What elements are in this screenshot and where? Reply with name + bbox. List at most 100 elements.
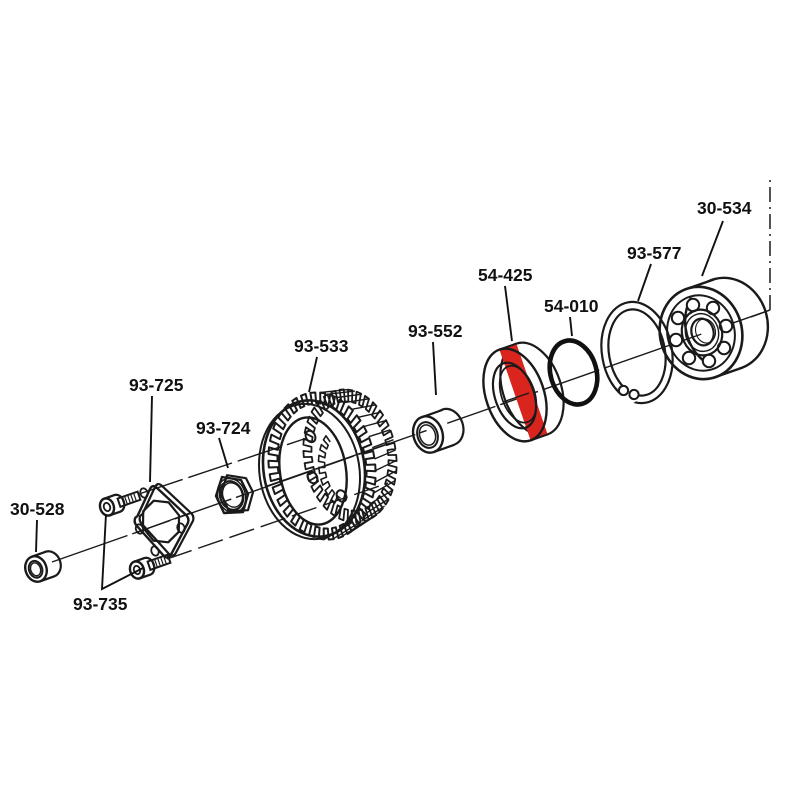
leader-93-724: [218, 437, 229, 469]
bushing-body: [31, 551, 55, 582]
bushing-bore: [29, 562, 42, 577]
label-54-010: 54-010: [544, 296, 599, 316]
leader-30-528: [35, 519, 38, 553]
axis-through-red-ring-bore: [502, 392, 530, 403]
leader-93-735: [100, 513, 144, 591]
axis-over-plate: [134, 512, 191, 534]
bushing-front-face: [24, 555, 48, 583]
leader-54-010: [569, 316, 573, 337]
part-spacer-54-425: [482, 341, 565, 443]
pulley-tooth-axial-line: [370, 489, 393, 504]
axis-at-bearing-edge: [750, 309, 771, 318]
axis-center-line: [51, 309, 771, 563]
red-ring-front-face: [482, 347, 548, 443]
label-93-533: 93-533: [294, 336, 349, 356]
projection-lines: [51, 176, 771, 563]
pulley-tooth-axial-line: [344, 398, 370, 404]
part-spacer-30-528: [24, 550, 62, 583]
bearing-bore-depth: [694, 318, 717, 344]
part-sleeve-93-552: [411, 407, 465, 454]
pulley-tooth-axial-line: [328, 390, 355, 395]
pulley-flange: [261, 399, 367, 538]
red-ring-bore: [498, 364, 538, 424]
plate-hole-bottom: [150, 545, 160, 557]
sleeve-body: [422, 409, 455, 452]
nut-bore: [218, 480, 245, 511]
label-93-735: 93-735: [73, 594, 128, 614]
overlay-lines: [134, 309, 771, 560]
bearing-outer-race: [666, 294, 736, 372]
pulley-teeth-front-ring: [267, 391, 377, 541]
part-bearing-30-534: [658, 276, 770, 381]
pulley-tooth-axial-line: [336, 393, 363, 399]
pulley-hole-middle: [306, 470, 319, 485]
leader-54-425: [504, 285, 513, 342]
pulley-tooth-axial-line: [373, 480, 396, 494]
screw-head-body: [104, 495, 121, 516]
sleeve-front-face: [411, 415, 445, 454]
label-93-577: 93-577: [627, 243, 682, 263]
plate-center-opening: [141, 499, 181, 544]
bearing-back-face: [683, 276, 770, 372]
bearing-front-face: [658, 285, 744, 381]
leader-93-577: [637, 263, 652, 302]
nut-bore-inner: [221, 482, 244, 508]
pulley-flange-depth-edge: [257, 402, 362, 541]
pulley-tooth-axial-line: [374, 470, 397, 483]
plate-front: [133, 484, 190, 559]
pulley-inner-teeth: [317, 435, 341, 504]
pulley-tooth-axial-line: [361, 505, 385, 522]
part-retaining-ring-93-577: [600, 300, 674, 405]
screw-shank: [116, 490, 142, 509]
snap-ring-outer: [600, 300, 674, 405]
nut-back: [219, 474, 255, 513]
leader-30-534: [701, 220, 724, 277]
sleeve-bore-lip: [416, 421, 439, 449]
part-labels: 30-528 93-735 93-725 93-724 93-533 93-55…: [10, 198, 752, 614]
snap-ring-inner: [607, 308, 667, 397]
bearing-inner-race: [680, 308, 724, 357]
bushing-bore-lip: [27, 559, 44, 579]
pulley-hole-bottom: [335, 489, 348, 503]
nut-front: [214, 475, 250, 515]
part-pulley-93-533: [257, 388, 398, 541]
nut-chamfer: [216, 477, 247, 514]
snap-ring-hook-right: [628, 388, 640, 401]
leader-93-533: [308, 356, 318, 393]
leader-93-552: [432, 341, 437, 396]
plate-hole-right: [176, 522, 186, 534]
plate-hole-left: [134, 523, 145, 535]
pulley-tooth-axial-line: [371, 439, 394, 449]
sleeve-bore: [418, 424, 437, 446]
screw-socket: [102, 502, 112, 512]
leader-lines: [35, 220, 724, 591]
screw-head-face: [128, 560, 146, 580]
pulley-center-opening: [278, 416, 348, 526]
part-plate-93-725: [133, 482, 195, 559]
bottom-screw-axis-line: [166, 482, 389, 560]
label-93-552: 93-552: [408, 321, 463, 341]
bearing-bore: [690, 317, 715, 347]
label-54-425: 54-425: [478, 265, 533, 285]
snap-ring-hook-left: [617, 384, 630, 397]
bearing-inner-race-edge: [684, 312, 720, 353]
part-nut-93-724: [214, 474, 255, 515]
plate-back: [138, 482, 195, 557]
top-screw-axis-line: [138, 437, 308, 495]
label-30-534: 30-534: [697, 198, 752, 218]
leader-93-725: [149, 395, 153, 483]
screw-shank: [146, 553, 172, 572]
pulley-tooth-axial-line: [319, 388, 348, 394]
pulley-tooth-axial-line: [358, 411, 382, 418]
oring-ring: [547, 338, 600, 407]
label-93-725: 93-725: [129, 375, 184, 395]
screw-top: [98, 490, 142, 517]
pulley-tooth-axial-line: [366, 498, 390, 514]
label-93-724: 93-724: [196, 418, 251, 438]
pulley-tooth-axial-line: [351, 404, 376, 410]
part-screws-93-735: [98, 490, 172, 580]
label-30-528: 30-528: [10, 499, 65, 519]
pulley-tooth-axial-line: [375, 459, 397, 472]
